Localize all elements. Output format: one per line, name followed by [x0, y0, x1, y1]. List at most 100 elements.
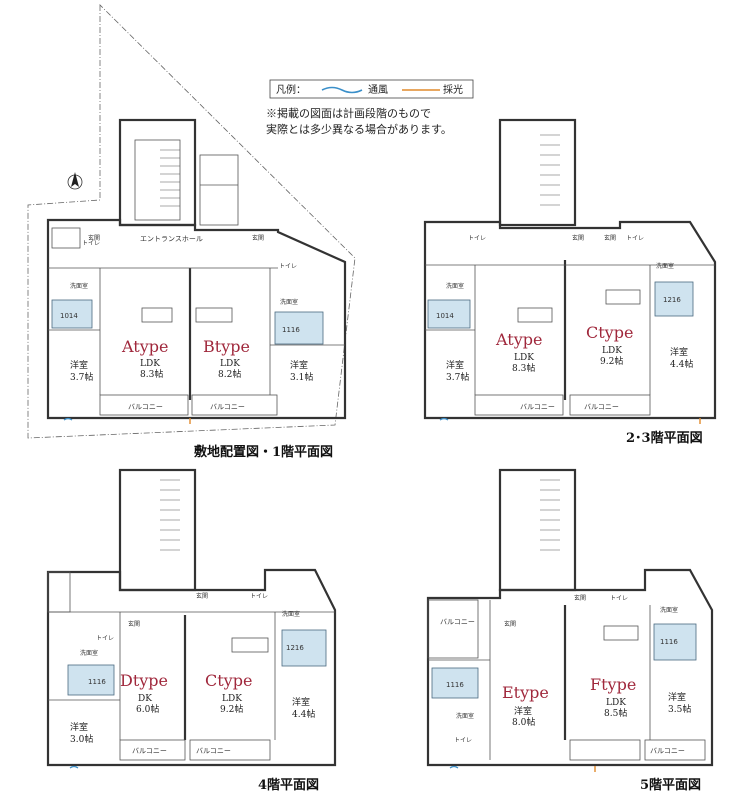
genkan-a-f1: 玄関: [88, 234, 100, 242]
note-line-1: ※掲載の図面は計画段階のもので: [266, 106, 431, 120]
ldk-c-f4: LDK: [222, 694, 242, 704]
plan-floor-5: 1116 洗面室 1116 洗面室 バルコニー バルコニー Etype 洋室 8…: [426, 468, 714, 793]
ldk-size-a-f1: 8.3帖: [140, 368, 163, 380]
plan-floor-1: エントランスホール 1014 洗面室 1116 洗面室 バルコニー バルコニー …: [27, 4, 356, 460]
stair-core-f23: [498, 118, 577, 227]
stair-core-f4: [118, 468, 197, 592]
ldk-b-f1: LDK: [220, 359, 240, 369]
room-f-f5: 洋室: [668, 691, 686, 703]
ldk-size-c-f23: 9.2帖: [600, 355, 623, 367]
type-d-f4: Dtype: [120, 671, 168, 690]
building-outline-f5: [426, 568, 714, 767]
bath-size-a: 1014: [60, 312, 78, 320]
washroom-b: 洗面室: [280, 298, 298, 306]
legend-ventilation: 通風: [368, 84, 388, 96]
ldk-f-f5: LDK: [606, 698, 626, 708]
room-e-f5: 洋室: [514, 705, 532, 717]
ldk-a-f1: LDK: [140, 359, 160, 369]
washroom-e-f5: 洗面室: [456, 712, 474, 720]
kitchen-a: [141, 307, 173, 323]
balcony-e-f5: バルコニー: [440, 618, 475, 626]
dk-size-d-f4: 6.0帖: [136, 703, 159, 715]
airflow-markers: [63, 417, 701, 772]
balcony-hatch-f5: [427, 599, 479, 659]
building-outline-f4: [46, 568, 337, 767]
room-size-b-f1: 3.1帖: [290, 371, 313, 383]
bathtub-e-f5: [431, 667, 479, 699]
balcony-b: [191, 394, 278, 416]
type-c-f23: Ctype: [586, 323, 633, 342]
building-outline-f23: [423, 220, 717, 420]
room-b-f1: 洋室: [290, 359, 308, 371]
room-size-c-f23: 4.4帖: [670, 358, 693, 370]
note-line-2: 実際とは多少異なる場合があります。: [266, 122, 452, 136]
ventilation-line: [321, 86, 363, 94]
balcony-c-f4: バルコニー: [196, 747, 231, 755]
room-size-c-f4: 4.4帖: [292, 708, 315, 720]
room-a-f23: 洋室: [446, 359, 464, 371]
bath-size-e-f5: 1116: [446, 681, 464, 689]
bathtub-d-f4: [67, 664, 115, 696]
washroom-f-f5: 洗面室: [660, 606, 678, 614]
type-c-f4: Ctype: [205, 671, 252, 690]
legend: 凡例： 通風 採光: [269, 79, 474, 99]
room-size-f-f5: 3.5帖: [668, 703, 691, 715]
washroom-c-f4: 洗面室: [282, 610, 300, 618]
bath-size-c-f23: 1216: [663, 296, 681, 304]
room-d-f4: 洋室: [70, 721, 88, 733]
caption-f4: 4階平面図: [258, 777, 319, 793]
bathtub-a: [51, 299, 93, 329]
bath-size-f-f5: 1116: [660, 638, 678, 646]
genkan-b-f1: 玄関: [252, 234, 264, 242]
room-a-f1: 洋室: [70, 359, 88, 371]
balcony-d-f4: バルコニー: [132, 747, 167, 755]
balcony-a-label: バルコニー: [128, 403, 163, 411]
dk-d-f4: DK: [138, 694, 152, 704]
kitchen-b: [195, 307, 233, 323]
toilet-a-f23: トイレ: [468, 235, 486, 242]
genkan-a-f23: 玄関: [572, 234, 584, 242]
type-a-f1: Atype: [121, 337, 168, 356]
toilet-b-f1: トイレ: [279, 263, 297, 270]
type-e-f5: Etype: [502, 683, 549, 702]
bath-size-c-f4: 1216: [286, 644, 304, 652]
washroom-c-f23: 洗面室: [656, 262, 674, 270]
balcony-b-label: バルコニー: [210, 403, 245, 411]
building-outline-f1: [46, 218, 347, 420]
caption-f23: 2･3階平面図: [626, 430, 703, 446]
balcony-f-f5: バルコニー: [650, 747, 685, 755]
room-size-d-f4: 3.0帖: [70, 733, 93, 745]
type-a-f23: Atype: [495, 330, 542, 349]
stair-core: [118, 118, 197, 227]
elevator-area: [199, 154, 239, 226]
genkan-f-f5: 玄関: [574, 594, 586, 602]
bath-size-d-f4: 1116: [88, 678, 106, 686]
genkan-d-f4: 玄関: [128, 620, 140, 628]
bath-size-a-f23: 1014: [436, 312, 454, 320]
bathtub-c-f23: [654, 281, 694, 317]
washroom-a-f23: 洗面室: [446, 282, 464, 290]
genkan-c-f23: 玄関: [604, 234, 616, 242]
bathtub-f-f5: [653, 623, 697, 661]
genkan-e-f5: 玄関: [504, 620, 516, 628]
north-arrow-icon: [67, 172, 83, 190]
legend-daylight: 採光: [443, 83, 463, 96]
toilet-d-f4: トイレ: [96, 635, 114, 642]
bath-size-b: 1116: [282, 326, 300, 334]
room-c-f23: 洋室: [670, 346, 688, 358]
site-boundary: [27, 4, 356, 439]
toilet-e-f5: トイレ: [454, 737, 472, 744]
balcony-a-f23: バルコニー: [520, 403, 555, 411]
ldk-c-f23: LDK: [602, 346, 622, 356]
ldk-size-c-f4: 9.2帖: [220, 703, 243, 715]
toilet-f-f5: トイレ: [610, 595, 628, 602]
room-size-e-f5: 8.0帖: [512, 716, 535, 728]
toilet-a-f1: トイレ: [82, 240, 100, 247]
toilet-c-f23: トイレ: [626, 235, 644, 242]
balcony-c-f23: バルコニー: [584, 403, 619, 411]
bathtub-b: [274, 311, 324, 345]
bathtub-a-f23: [427, 299, 471, 329]
toilet-c-f4: トイレ: [250, 593, 268, 600]
type-f-f5: Ftype: [590, 675, 636, 694]
